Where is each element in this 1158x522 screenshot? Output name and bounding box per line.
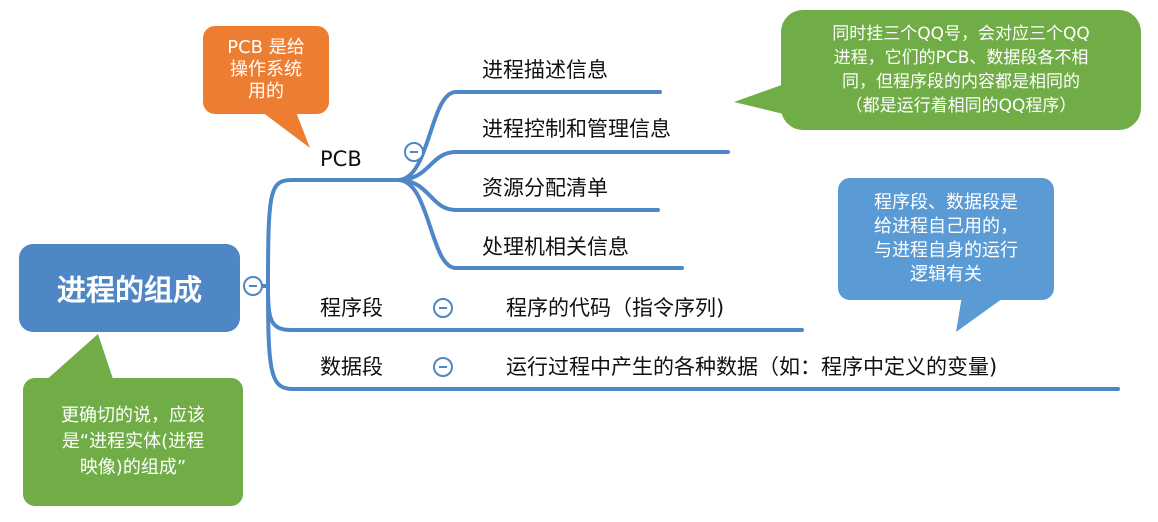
pcb-child-processor[interactable]: 处理机相关信息 (482, 235, 629, 259)
entity-note-bubble: 更确切的说，应该 是“进程实体(进程 映像)的组成” (23, 378, 243, 506)
entity-note-tail (44, 334, 114, 382)
branch-data[interactable]: 数据段 (320, 355, 383, 379)
root-label: 进程的组成 (56, 273, 202, 307)
pcb-child-control[interactable]: 进程控制和管理信息 (482, 117, 671, 141)
pcb-collapse-button[interactable] (404, 142, 424, 162)
program-note-bubble: 程序段、数据段是 给进程自己用的， 与进程自身的运行 逻辑有关 (838, 178, 1054, 300)
qq-note-bubble: 同时挂三个QQ号，会对应三个QQ 进程，它们的PCB、数据段各不相 同，但程序段… (781, 10, 1141, 130)
connector-pcb-child-4 (396, 178, 458, 270)
data-collapse-button[interactable] (433, 357, 453, 377)
connector-pcb-child-1 (396, 90, 458, 182)
pcb-note-bubble: PCB 是给 操作系统 用的 (203, 26, 329, 114)
branch-program[interactable]: 程序段 (320, 296, 383, 320)
program-collapse-button[interactable] (433, 298, 453, 318)
pcb-child-resources[interactable]: 资源分配清单 (482, 176, 608, 200)
root-node[interactable]: 进程的组成 (19, 244, 240, 332)
program-child-code[interactable]: 程序的代码（指令序列) (506, 296, 725, 320)
data-child-variables[interactable]: 运行过程中产生的各种数据（如：程序中定义的变量) (506, 355, 998, 379)
pcb-note-tail (262, 112, 310, 148)
connector-to-data (266, 284, 294, 391)
pcb-child-description[interactable]: 进程描述信息 (482, 58, 608, 82)
program-note-tail (956, 296, 1006, 332)
connector-to-program (266, 284, 294, 332)
connector-to-pcb (266, 178, 294, 288)
root-collapse-button[interactable] (243, 276, 263, 296)
branch-pcb[interactable]: PCB (320, 147, 362, 171)
